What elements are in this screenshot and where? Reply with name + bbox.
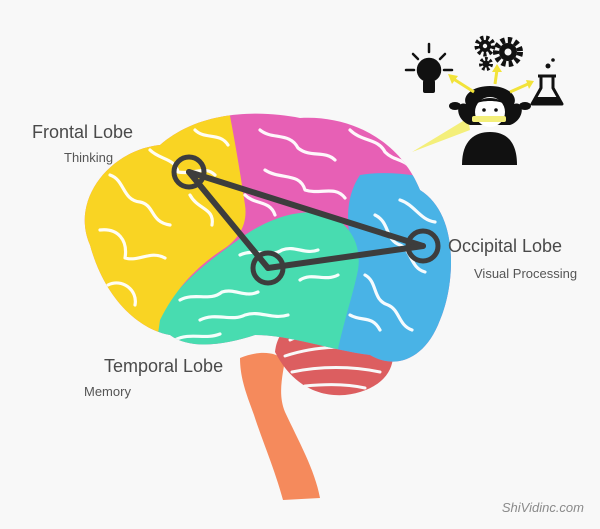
frontal-lobe-function: Thinking bbox=[64, 150, 114, 165]
arrow-icon bbox=[448, 64, 534, 94]
node-temporal bbox=[250, 250, 286, 286]
occipital-lobe-function: Visual Processing bbox=[474, 266, 578, 281]
temporal-lobe-function: Memory bbox=[84, 384, 131, 399]
node-frontal bbox=[171, 154, 207, 190]
network bbox=[186, 169, 426, 271]
gears-icon bbox=[474, 35, 523, 71]
temporal-lobe-label: Temporal Lobe bbox=[104, 356, 224, 376]
brainstem bbox=[240, 352, 320, 500]
frontal-lobe-label: Frontal Lobe bbox=[32, 122, 134, 142]
lightbulb-icon bbox=[404, 42, 454, 93]
gaze-beam bbox=[412, 118, 470, 152]
flask-icon bbox=[530, 58, 564, 106]
credit-watermark: ShiVidinc.com bbox=[501, 500, 584, 515]
occipital-lobe-label: Occipital Lobe bbox=[448, 236, 563, 256]
person-icon bbox=[449, 86, 531, 165]
node-occipital bbox=[405, 228, 441, 264]
